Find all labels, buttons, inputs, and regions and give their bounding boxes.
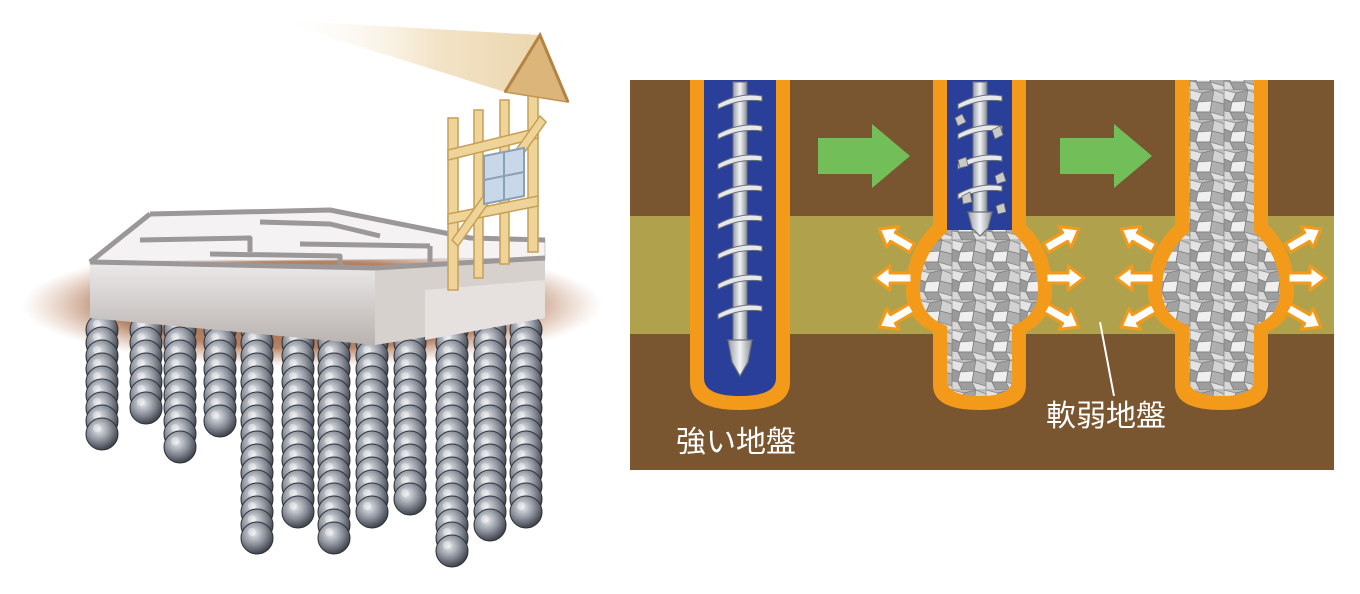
gravel-ball [473,508,507,542]
auger-flight [717,124,763,140]
gravel-ball [355,495,389,529]
step-3-completed-pile [1148,80,1294,410]
construction-process-diagram: 強い地盤 軟弱地盤 [630,80,1334,470]
auger-flight [717,184,763,200]
auger-flight [717,244,763,260]
strong-ground-label: 強い地盤 [676,425,796,460]
gravel-ball [281,495,315,529]
gravel-ball [317,521,351,555]
house-window [483,146,525,206]
gravel-ball [393,482,427,516]
gravel-ball [435,534,469,568]
house-icon [88,20,570,345]
auger-flight [957,94,1003,110]
soft-ground-label: 軟弱地盤 [1046,399,1166,434]
right-arrow-icon [818,124,910,188]
house-illustration [22,20,602,568]
auger-flight [717,304,763,320]
right-arrow-icon [1060,124,1152,188]
auger-flight [717,274,763,290]
soft-ground-leader-line [1099,321,1115,397]
gravel-pile-icon [1162,80,1280,396]
gravel-ball [163,430,197,464]
gravel-ball [85,417,119,451]
gravel-ball [129,391,163,425]
auger-flight [717,154,763,170]
gravel-ball [203,404,237,438]
screw-auger-icon [717,81,763,378]
auger-flight [717,94,763,110]
gravel-ball [509,495,543,529]
screw-auger-icon [957,81,1003,237]
step-2-gravel-filling [906,80,1052,410]
gravel-ball [240,521,274,555]
step-1-drilling [690,80,790,410]
auger-flight [717,214,763,230]
